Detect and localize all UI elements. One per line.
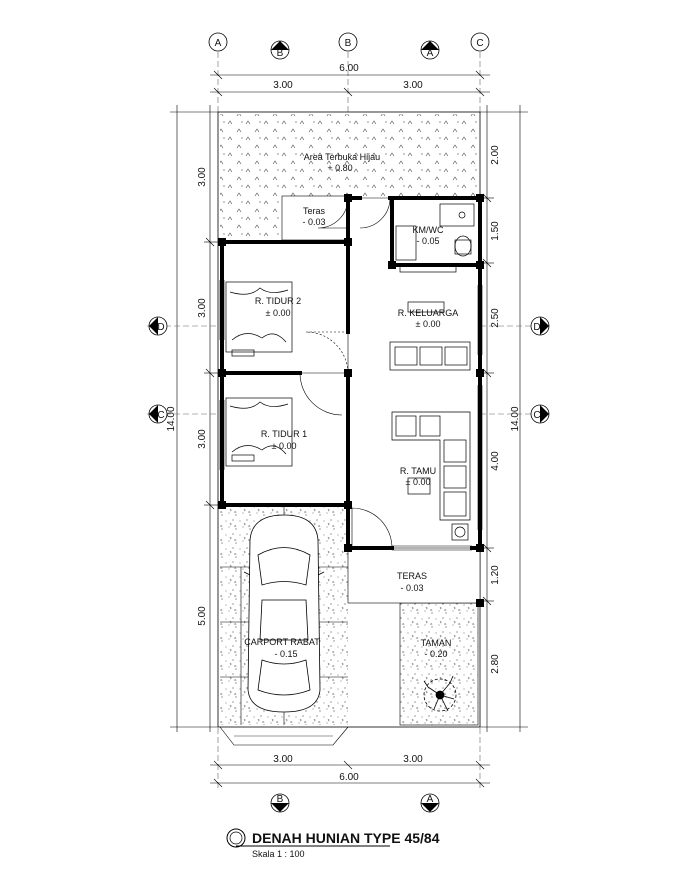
room-level-teras-back: - 0.03 (302, 217, 325, 227)
room-label-kmwc: KM/WC (413, 225, 444, 235)
svg-text:B: B (277, 48, 284, 59)
drawing-title: DENAH HUNIAN TYPE 45/84 (252, 830, 440, 846)
dim-left-1: 3.00 (197, 167, 208, 187)
drawing-scale: Skala 1 : 100 (252, 849, 305, 859)
dim-left-total: 14.00 (166, 406, 177, 431)
dim-bottom-left: 3.00 (273, 754, 293, 765)
title-block: DENAH HUNIAN TYPE 45/84 Skala 1 : 100 (226, 828, 440, 859)
grid-bubble-top-a: A (208, 32, 228, 52)
room-level-taman: - 0.20 (424, 649, 447, 659)
dim-left-3: 3.00 (197, 429, 208, 449)
section-marker-top-a: A (420, 40, 440, 60)
section-marker-left-d: D (147, 316, 218, 336)
top-dimensions (210, 70, 490, 97)
garden-area (399, 602, 479, 726)
bed-tidur-1 (225, 397, 293, 467)
columns (218, 194, 484, 607)
dim-right-2: 1.50 (490, 221, 501, 241)
dim-right-1: 2.00 (490, 145, 501, 165)
svg-text:C: C (476, 38, 483, 49)
svg-text:C: C (157, 410, 164, 421)
svg-text:B: B (345, 38, 352, 49)
svg-text:A: A (427, 794, 434, 805)
sofa-keluarga (389, 301, 471, 371)
left-dimensions (170, 105, 218, 732)
grid-bubble-top-b: B (338, 32, 358, 52)
room-label-keluarga: R. KELUARGA (398, 308, 459, 318)
dim-top-left: 3.00 (273, 80, 293, 91)
room-level-kmwc: - 0.05 (416, 236, 439, 246)
dim-right-6: 2.80 (490, 654, 501, 674)
sofa-tamu (391, 411, 471, 541)
dim-right-5: 1.20 (490, 565, 501, 585)
room-level-open-area: + 0.80 (327, 163, 352, 173)
dim-bottom-right: 3.00 (403, 754, 423, 765)
bottom-dimensions (210, 760, 490, 788)
room-level-tamu: ± 0.00 (406, 477, 431, 487)
room-level-carport: - 0.15 (274, 649, 297, 659)
svg-text:B: B (277, 794, 284, 805)
room-level-teras-front: - 0.03 (400, 583, 423, 593)
room-label-taman: TAMAN (421, 638, 452, 648)
right-dimensions (480, 105, 528, 732)
dim-top-total: 6.00 (339, 63, 359, 74)
grid-bubble-top-c: C (470, 32, 490, 52)
room-label-carport: CARPORT RABAT (244, 637, 320, 647)
svg-text:A: A (427, 48, 434, 59)
room-label-open-area: Area Terbuka Hijau (304, 152, 380, 162)
windows (219, 280, 483, 551)
section-marker-bottom-b: B (270, 793, 290, 813)
svg-text:A: A (215, 38, 222, 49)
section-marker-top-b: B (270, 40, 290, 60)
room-level-keluarga: ± 0.00 (416, 319, 441, 329)
room-level-tidur-1: ± 0.00 (272, 441, 297, 451)
dim-bottom-total: 6.00 (339, 772, 359, 783)
room-label-teras-front: TERAS (397, 571, 427, 581)
section-marker-bottom-a: A (420, 793, 440, 813)
dim-top-right: 3.00 (403, 80, 423, 91)
section-marker-right-d: D (480, 316, 550, 336)
doors (299, 197, 393, 549)
dim-left-4: 5.00 (197, 606, 208, 626)
walls (220, 196, 482, 550)
room-level-tidur-2: ± 0.00 (266, 308, 291, 318)
svg-text:C: C (533, 410, 540, 421)
room-label-tamu: R. TAMU (400, 466, 436, 476)
svg-text:D: D (157, 322, 164, 333)
dim-left-2: 3.00 (197, 298, 208, 318)
car-symbol (243, 514, 325, 713)
dim-right-3: 2.50 (490, 308, 501, 328)
section-marker-left-c: C (147, 404, 218, 424)
dim-right-4: 4.00 (490, 451, 501, 471)
tree-icon (423, 675, 457, 712)
room-label-teras-back: Teras (303, 206, 326, 216)
front-terrace (347, 547, 481, 604)
dim-right-total: 14.00 (510, 406, 521, 431)
room-label-tidur-2: R. TIDUR 2 (255, 296, 301, 306)
section-marker-right-c: C (480, 404, 550, 424)
bed-tidur-2 (225, 281, 293, 357)
driveway-ramp (219, 726, 349, 746)
room-label-tidur-1: R. TIDUR 1 (261, 429, 307, 439)
bathroom-fixtures (395, 203, 475, 273)
svg-text:D: D (533, 322, 540, 333)
grid-lines (217, 52, 481, 790)
